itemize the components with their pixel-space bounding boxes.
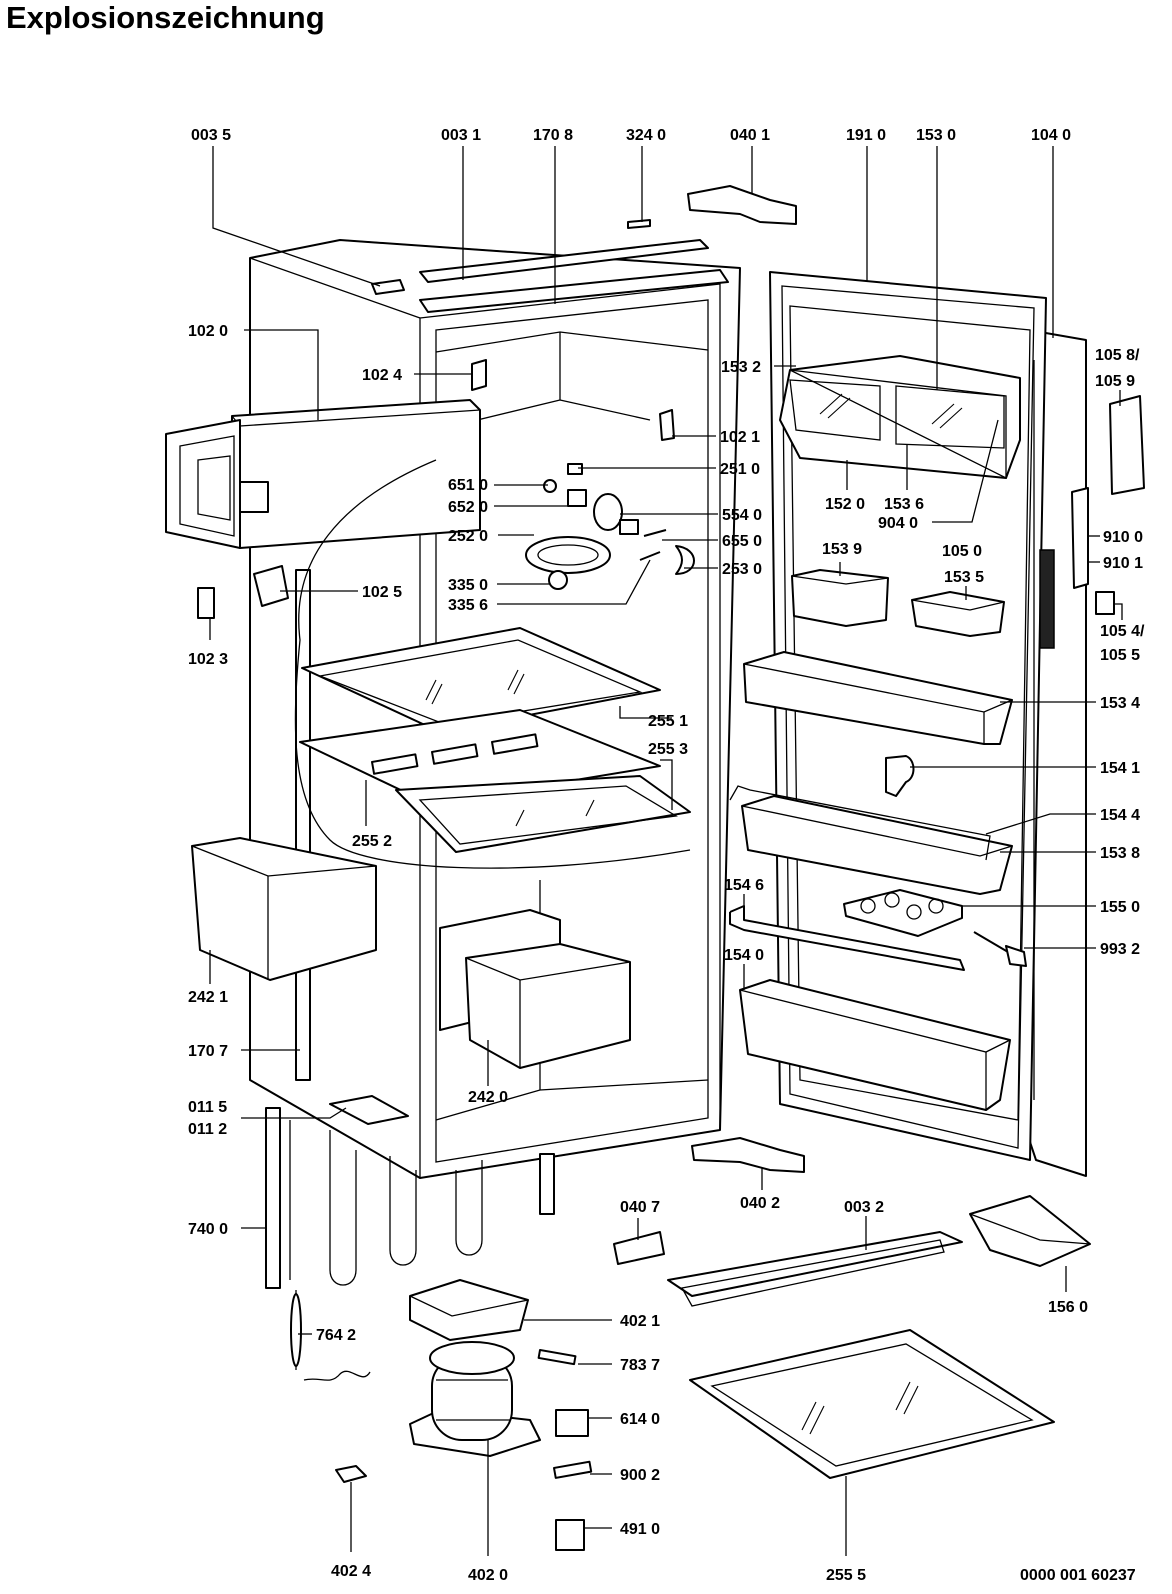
- part-label: 105 8/: [1095, 347, 1140, 364]
- part-label: 764 2: [316, 1327, 356, 1344]
- part-label: 740 0: [188, 1221, 228, 1238]
- part-label: 491 0: [620, 1521, 660, 1538]
- part-label: 402 1: [620, 1313, 660, 1330]
- part-label: 255 2: [352, 833, 392, 850]
- part-label: 242 1: [188, 989, 228, 1006]
- part-label: 324 0: [626, 127, 666, 144]
- part-label: 154 1: [1100, 760, 1140, 777]
- part-label: 102 5: [362, 584, 402, 601]
- part-label: 904 0: [878, 515, 918, 532]
- part-label: 153 4: [1100, 695, 1140, 712]
- part-label: 255 3: [648, 741, 688, 758]
- part-label: 156 0: [1048, 1299, 1088, 1316]
- part-label: 154 4: [1100, 807, 1140, 824]
- door-drawing: [729, 271, 1145, 1177]
- part-label: 153 9: [822, 541, 862, 558]
- part-label: 614 0: [620, 1411, 660, 1428]
- part-label: 783 7: [620, 1357, 660, 1374]
- part-label: 011 5: [188, 1099, 227, 1116]
- part-label: 652 0: [448, 499, 488, 516]
- part-label: 910 1: [1103, 555, 1143, 572]
- drawing-number: 0000 001 60237: [1020, 1567, 1136, 1584]
- part-label: 252 0: [448, 528, 488, 545]
- part-label: 255 1: [648, 713, 688, 730]
- part-label: 102 3: [188, 651, 228, 668]
- part-label: 105 0: [942, 543, 982, 560]
- part-label: 155 0: [1100, 899, 1140, 916]
- part-label: 040 1: [730, 127, 770, 144]
- part-label: 170 8: [533, 127, 573, 144]
- part-label: 993 2: [1100, 941, 1140, 958]
- part-label: 040 7: [620, 1199, 660, 1216]
- part-label: 102 0: [188, 323, 228, 340]
- part-label: 900 2: [620, 1467, 660, 1484]
- part-label: 153 8: [1100, 845, 1140, 862]
- part-label: 102 1: [720, 429, 760, 446]
- part-label: 335 6: [448, 597, 488, 614]
- part-label: 154 0: [724, 947, 764, 964]
- part-label: 003 5: [191, 127, 231, 144]
- part-label: 251 0: [720, 461, 760, 478]
- part-label: 104 0: [1031, 127, 1071, 144]
- part-label: 152 0: [825, 496, 865, 513]
- part-label: 651 0: [448, 477, 488, 494]
- part-label: 040 2: [740, 1195, 780, 1212]
- part-label: 402 4: [331, 1563, 371, 1580]
- part-label: 003 2: [844, 1199, 884, 1216]
- part-label: 255 5: [826, 1567, 866, 1584]
- part-label: 153 6: [884, 496, 924, 513]
- cabinet-drawing: [165, 185, 1091, 1551]
- part-label: 011 2: [188, 1121, 227, 1138]
- part-label: 242 0: [468, 1089, 508, 1106]
- part-label: 105 4/: [1100, 623, 1145, 640]
- part-label: 154 6: [724, 877, 764, 894]
- part-label: 655 0: [722, 533, 762, 550]
- part-label: 105 5: [1100, 647, 1140, 664]
- part-label: 170 7: [188, 1043, 228, 1060]
- part-label: 102 4: [362, 367, 402, 384]
- part-label: 335 0: [448, 577, 488, 594]
- part-label: 253 0: [722, 561, 762, 578]
- leader-lines: [209, 146, 1123, 1556]
- part-label: 402 0: [468, 1567, 508, 1584]
- part-label: 191 0: [846, 127, 886, 144]
- part-label: 153 2: [721, 359, 761, 376]
- part-label: 105 9: [1095, 373, 1135, 390]
- part-label: 153 5: [944, 569, 984, 586]
- part-label: 153 0: [916, 127, 956, 144]
- part-labels: 003 5 003 1 170 8 324 0 040 1 191 0 153 …: [188, 127, 1145, 1584]
- part-label: 910 0: [1103, 529, 1143, 546]
- page-title: Explosionszeichnung: [6, 0, 325, 35]
- part-label: 003 1: [441, 127, 481, 144]
- part-label: 554 0: [722, 507, 762, 524]
